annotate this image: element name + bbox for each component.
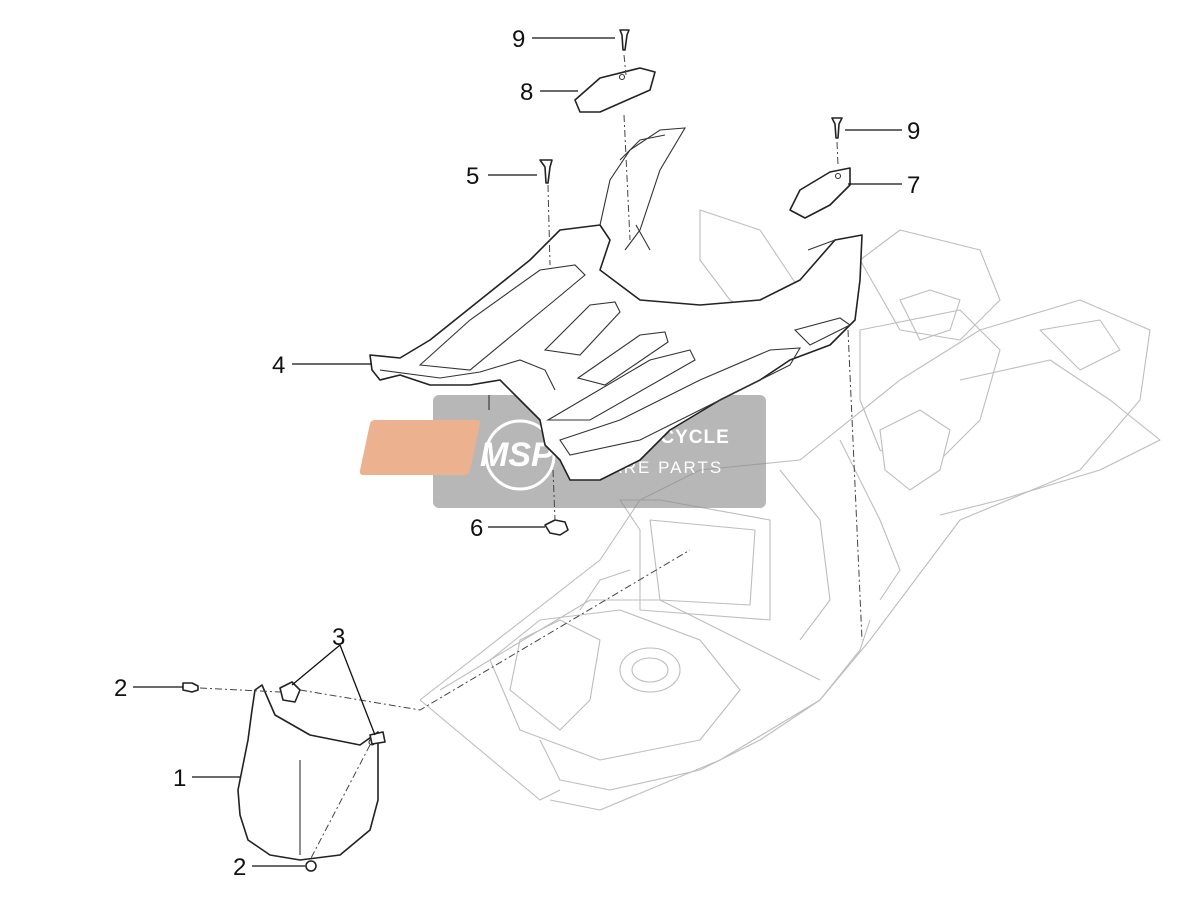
- callout-7: 7: [907, 172, 920, 199]
- fastener-2-bottom: [305, 860, 317, 872]
- fastener-9-right: [831, 117, 843, 139]
- fastener-9-top: [619, 29, 630, 51]
- fastener-6-clip: [544, 519, 569, 536]
- callout-1: 1: [173, 765, 186, 792]
- callout-2-top: 2: [114, 675, 127, 702]
- fastener-3-clip-a: [279, 681, 301, 703]
- fastener-3-clip-b: [369, 731, 386, 745]
- callout-5: 5: [466, 163, 479, 190]
- part-8-trim-piece: [574, 67, 656, 113]
- callout-9-right: 9: [907, 118, 920, 145]
- watermark-logo-badge: [359, 420, 480, 475]
- leader-lines: [133, 37, 902, 867]
- part-1-cover-panel: [237, 684, 379, 861]
- fastener-5: [539, 159, 553, 184]
- callout-numbers: 9 8 9 5 7 4 6 3 2 1 2: [114, 26, 920, 881]
- callout-2-bottom: 2: [233, 854, 246, 881]
- fastener-2-top: [182, 682, 199, 693]
- watermark-logo-text: MSP: [480, 436, 554, 474]
- part-7-trim-piece: [789, 167, 851, 219]
- part-4-footrest: [369, 127, 863, 481]
- callout-6: 6: [470, 515, 483, 542]
- assembly-lines: [199, 54, 863, 861]
- callout-8: 8: [520, 79, 533, 106]
- callout-3: 3: [332, 624, 345, 651]
- callout-4: 4: [272, 352, 285, 379]
- callout-9-top: 9: [512, 26, 525, 53]
